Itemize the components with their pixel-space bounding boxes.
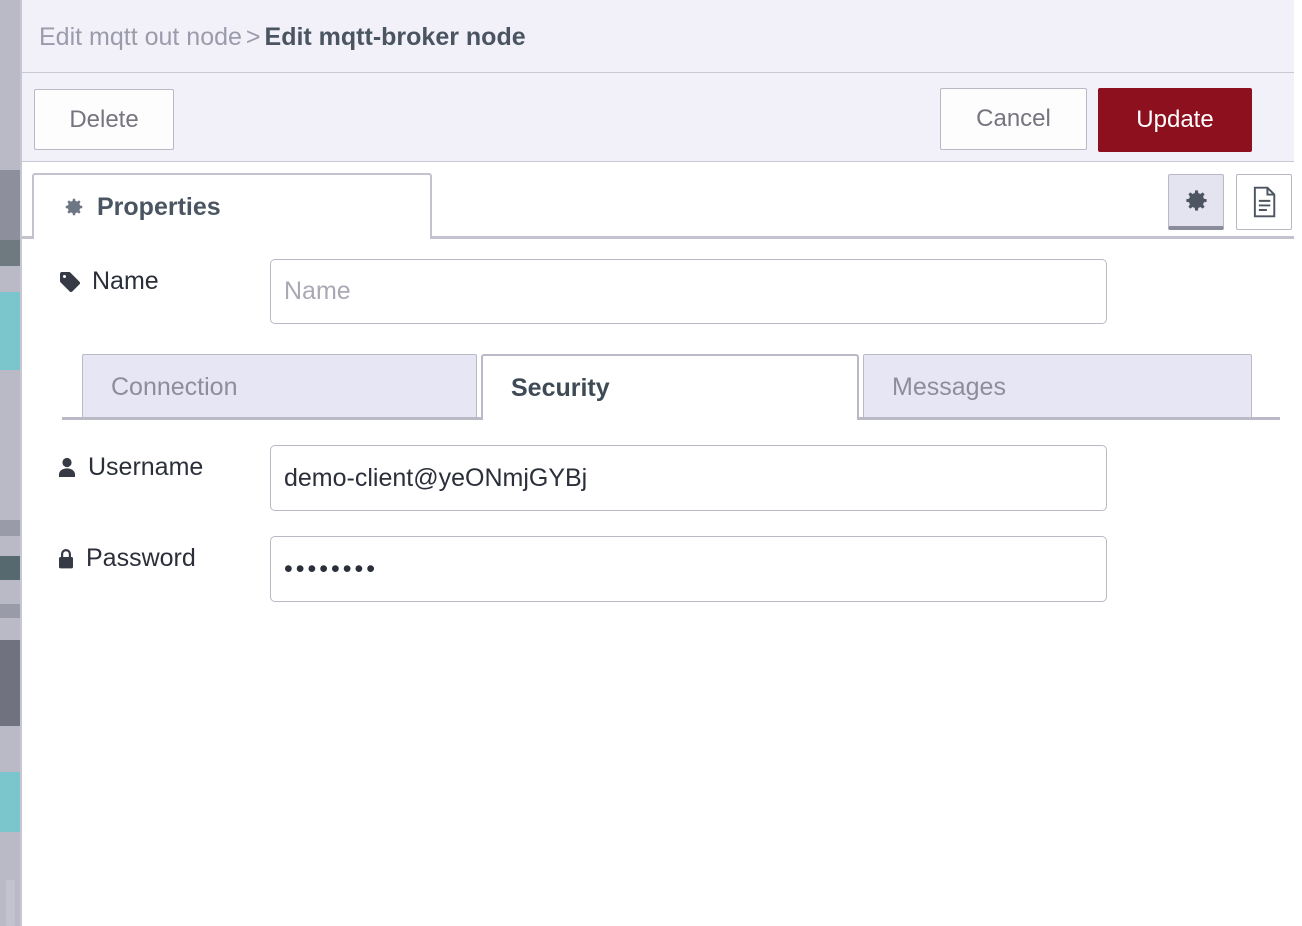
background-fragment — [0, 240, 20, 266]
edit-node-dialog: Edit mqtt out node>Edit mqtt-broker node… — [20, 0, 1302, 926]
gear-icon — [1183, 187, 1210, 214]
password-label: Password — [56, 544, 196, 573]
breadcrumb-parent-link[interactable]: Edit mqtt out node — [39, 23, 242, 51]
canvas-scrollbar-thumb[interactable] — [6, 880, 15, 926]
password-input[interactable] — [270, 536, 1107, 602]
dialog-header: Edit mqtt out node>Edit mqtt-broker node — [22, 0, 1294, 73]
description-button[interactable] — [1236, 174, 1292, 230]
background-fragment — [0, 772, 20, 832]
security-subtabs: Connection Security Messages — [62, 354, 1280, 420]
background-fragment — [0, 556, 20, 580]
subtab-messages[interactable]: Messages — [863, 354, 1252, 420]
delete-button[interactable]: Delete — [34, 89, 174, 150]
dialog-toolbar: Delete Cancel Update — [22, 73, 1294, 162]
background-fragment — [0, 604, 20, 618]
background-fragment — [0, 170, 20, 240]
username-input[interactable] — [270, 445, 1107, 511]
subtab-security[interactable]: Security — [481, 354, 859, 420]
document-icon — [1250, 186, 1278, 218]
breadcrumb-separator: > — [245, 23, 261, 51]
lock-icon — [56, 547, 76, 571]
username-label-text: Username — [88, 453, 204, 481]
tab-properties[interactable]: Properties — [32, 173, 432, 239]
tabstrip-underline — [22, 236, 1294, 239]
cancel-button[interactable]: Cancel — [940, 88, 1087, 150]
username-label: Username — [56, 453, 203, 482]
tab-properties-label: Properties — [97, 192, 221, 221]
breadcrumb: Edit mqtt out node>Edit mqtt-broker node — [39, 21, 526, 53]
update-button[interactable]: Update — [1098, 88, 1252, 152]
name-input[interactable] — [270, 259, 1107, 324]
background-fragment — [0, 520, 20, 536]
background-editor-strip — [0, 0, 20, 926]
background-fragment — [0, 640, 20, 726]
subtab-connection[interactable]: Connection — [82, 354, 477, 420]
name-label: Name — [58, 267, 159, 296]
breadcrumb-current: Edit mqtt-broker node — [264, 23, 526, 51]
background-fragment — [0, 292, 20, 370]
settings-button[interactable] — [1168, 174, 1224, 230]
properties-panel: Name Connection Security Messages — [22, 239, 1294, 926]
name-label-text: Name — [92, 267, 159, 295]
dialog-tabstrip: Properties — [22, 162, 1294, 239]
tag-icon — [58, 270, 82, 294]
gear-icon — [63, 196, 85, 218]
user-icon — [56, 456, 78, 480]
password-label-text: Password — [86, 544, 196, 572]
